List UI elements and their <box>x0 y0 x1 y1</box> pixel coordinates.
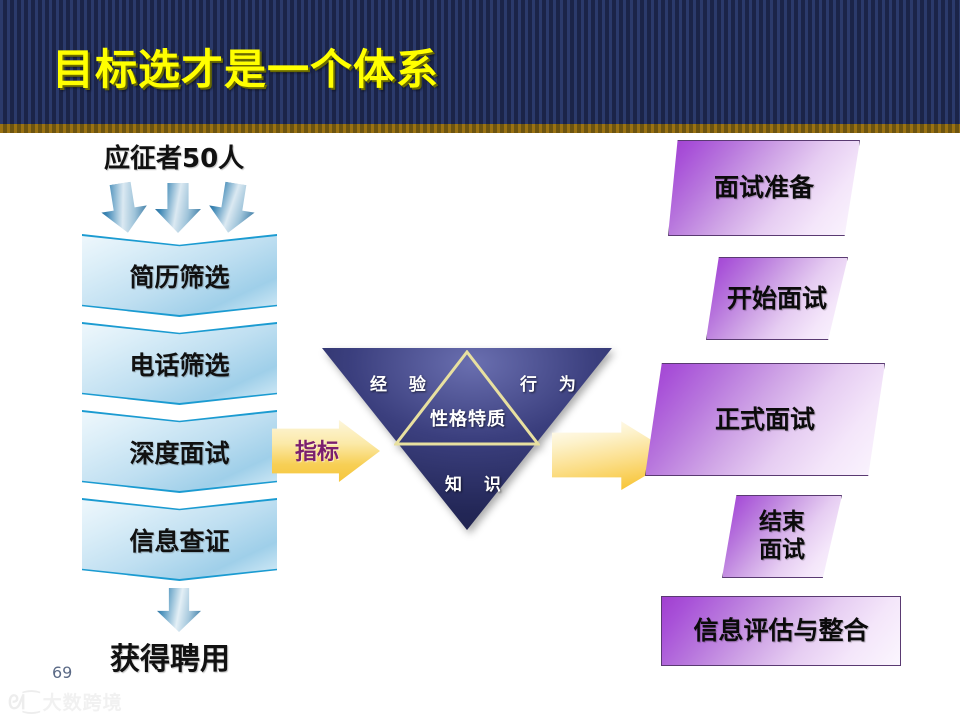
watermark: ᘛ⁐ 大数跨境 <box>8 688 123 715</box>
down-arrow-icon <box>155 183 201 233</box>
indicator-label: 指标 <box>294 440 339 465</box>
interview-stage-formal[interactable] <box>645 363 885 476</box>
funnel-step-deep-interview[interactable] <box>82 412 277 491</box>
competency-behavior-label: 行 为 <box>520 375 584 395</box>
funnel-step-verification[interactable] <box>82 500 277 579</box>
interview-stage-start[interactable] <box>706 257 848 340</box>
funnel-step-screening[interactable] <box>82 236 277 315</box>
down-arrow-icon <box>157 588 201 632</box>
funnel-step-phone-screening[interactable] <box>82 324 277 403</box>
interview-stage-end[interactable] <box>722 495 842 578</box>
hired-outcome-label: 获得聘用 <box>110 642 230 677</box>
down-arrow-icon <box>97 180 150 237</box>
interview-stage-assessment[interactable] <box>661 596 901 666</box>
watermark-text: 大数跨境 <box>42 692 123 714</box>
page-number: 69 <box>52 663 73 682</box>
watermark-logo-icon: ᘛ⁐ <box>8 689 40 714</box>
down-arrow-icon <box>205 180 258 237</box>
page-title: 目标选才是一个体系 <box>52 45 440 94</box>
applicants-heading: 应征者50人 <box>104 144 245 174</box>
inner-triangle-outline <box>394 350 540 446</box>
slide-title-bar: 目标选才是一个体系 <box>0 0 960 133</box>
competency-experience-label: 经 验 <box>370 375 434 395</box>
applicants-arrow-group <box>99 183 259 233</box>
interview-stage-preparation[interactable] <box>668 140 860 236</box>
competency-personality-label: 性格特质 <box>430 409 506 430</box>
competency-knowledge-label: 知 识 <box>445 475 509 495</box>
